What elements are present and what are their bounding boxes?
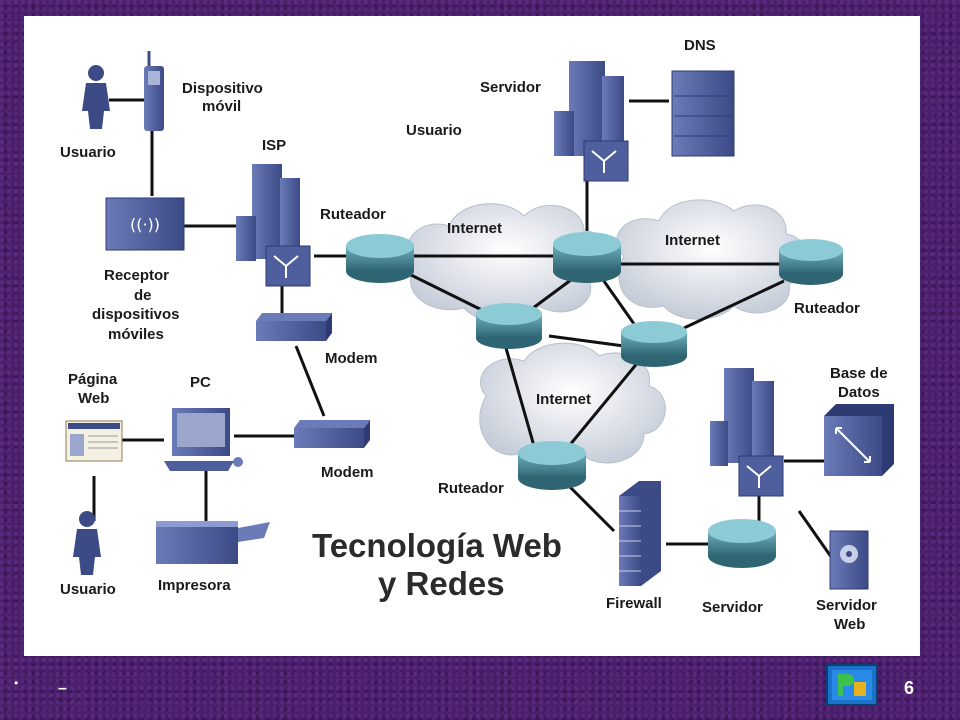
internet-cloud-2: [616, 199, 808, 320]
network-diagram: ((·)): [65, 51, 894, 590]
router-left: [346, 234, 414, 283]
label-datos: Datos: [838, 384, 880, 401]
printer-icon: [156, 521, 270, 564]
router-center: [553, 232, 621, 283]
label-servidor-top: Servidor: [480, 79, 541, 96]
title-line-2: y Redes: [378, 565, 505, 602]
footer-dash: –: [58, 680, 67, 697]
svg-text:((·)): ((·)): [130, 215, 160, 234]
label-servidor-web-2: Web: [834, 616, 866, 633]
firewall-icon: [619, 481, 661, 586]
label-servidor-bottom: Servidor: [702, 599, 763, 616]
router-server: [708, 519, 776, 568]
label-internet-3: Internet: [536, 391, 592, 408]
router-right: [779, 239, 843, 285]
label-usuario-center: Usuario: [406, 122, 462, 139]
logo-icon[interactable]: [826, 664, 878, 706]
label-receptor-2: de: [134, 287, 152, 304]
user-icon: [82, 65, 110, 129]
pc-icon: [164, 408, 243, 471]
isp-building-icon: [236, 164, 311, 287]
label-receptor-1: Receptor: [104, 267, 170, 284]
label-dispositivo: Dispositivo: [182, 80, 263, 97]
modem-icon: [294, 420, 370, 448]
db-server-building-icon: [710, 368, 784, 497]
dns-server-icon: [671, 70, 735, 157]
mobile-receiver-icon: ((·)): [105, 197, 185, 251]
page-number: 6: [904, 678, 915, 698]
label-ruteador-right: Ruteador: [794, 300, 860, 317]
modem-icon: [256, 313, 332, 341]
label-pc: PC: [190, 374, 211, 391]
label-pagina: Página: [68, 371, 118, 388]
label-internet-1: Internet: [447, 220, 503, 237]
router-bottom: [518, 441, 586, 490]
database-icon: [824, 404, 894, 476]
router-mid-right: [621, 321, 687, 367]
web-page-icon: [65, 420, 123, 462]
label-modem-2: Modem: [321, 464, 374, 481]
label-receptor-4: móviles: [108, 326, 164, 343]
label-modem-1: Modem: [325, 350, 378, 367]
label-usuario-bottom: Usuario: [60, 581, 116, 598]
footer-bullet: •: [14, 676, 19, 690]
label-receptor-3: dispositivos: [92, 306, 180, 323]
connections: [92, 98, 836, 562]
web-server-icon: [829, 530, 869, 590]
label-internet-2: Internet: [665, 232, 721, 249]
label-servidor-web-1: Servidor: [816, 597, 877, 614]
mobile-phone-icon: [144, 51, 164, 131]
label-dns: DNS: [684, 37, 716, 54]
label-isp: ISP: [262, 137, 287, 154]
label-ruteador-bottom: Ruteador: [438, 480, 504, 497]
label-impresora: Impresora: [158, 577, 231, 594]
label-usuario-top: Usuario: [60, 144, 116, 161]
diagram-panel: ((·)): [24, 16, 920, 656]
label-web: Web: [78, 390, 110, 407]
title-line-1: Tecnología Web: [312, 527, 562, 564]
label-ruteador-left: Ruteador: [320, 206, 386, 223]
router-mid-left: [476, 303, 542, 349]
server-building-icon: [554, 61, 629, 182]
label-base-de: Base de: [830, 365, 888, 382]
label-firewall: Firewall: [606, 595, 662, 612]
user-icon: [73, 511, 101, 575]
label-movil: móvil: [202, 98, 242, 115]
